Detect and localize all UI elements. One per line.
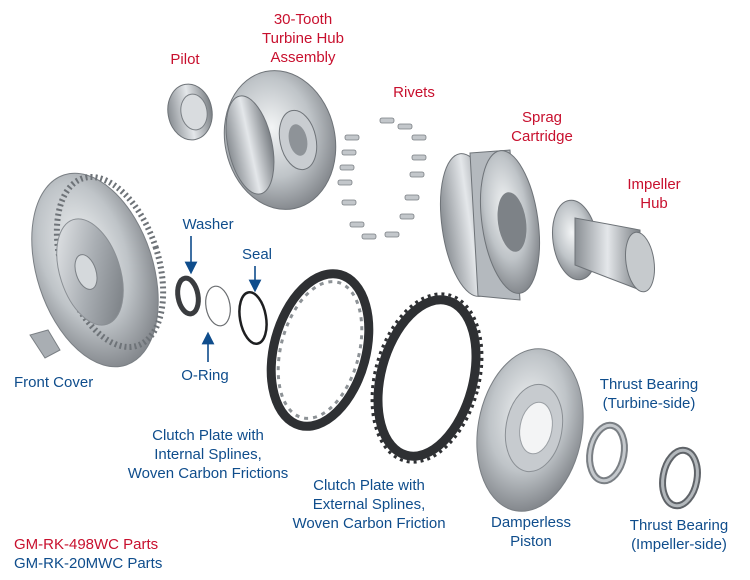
label-clutch-plate-internal: Clutch Plate with Internal Splines, Wove… xyxy=(127,427,289,482)
label-thrust-bearing-impeller: Thrust Bearing (Impeller-side) xyxy=(629,517,729,553)
impeller-hub-part xyxy=(552,199,655,293)
seal-part xyxy=(238,291,268,345)
label-front-cover: Front Cover xyxy=(14,374,94,391)
clutch-plate-internal-part xyxy=(266,269,374,431)
o-ring-part xyxy=(205,285,231,327)
label-turbine-hub: 30-Tooth Turbine Hub Assembly xyxy=(262,11,344,66)
label-pilot: Pilot xyxy=(170,51,200,68)
washer-part xyxy=(175,275,201,317)
label-impeller-hub: Impeller Hub xyxy=(627,176,681,212)
clutch-plate-internal-teeth xyxy=(276,280,364,420)
turbine-hub-part xyxy=(223,70,337,210)
label-clutch-plate-external: Clutch Plate with External Splines, Wove… xyxy=(292,477,446,532)
thrust-bearing-impeller-part xyxy=(659,446,701,510)
rivets-part xyxy=(337,117,427,240)
thrust-bearing-turbine-part xyxy=(586,421,628,485)
sprag-cartridge-part xyxy=(440,149,540,301)
front-cover-part xyxy=(29,172,167,368)
damperless-piston-part xyxy=(476,348,584,512)
pilot-part xyxy=(167,83,213,141)
clutch-plate-external-part xyxy=(373,295,481,461)
kit-label-20mwc: GM-RK-20MWC Parts xyxy=(14,555,163,572)
label-o-ring: O-Ring xyxy=(181,367,229,384)
kit-label-498wc: GM-RK-498WC Parts xyxy=(14,536,159,553)
label-sprag-cartridge: Sprag Cartridge xyxy=(511,109,573,145)
label-damperless-piston: Damperless Piston xyxy=(490,514,572,550)
label-rivets: Rivets xyxy=(393,84,435,101)
label-seal: Seal xyxy=(241,246,273,263)
label-washer: Washer xyxy=(182,216,234,233)
label-thrust-bearing-turbine: Thrust Bearing (Turbine-side) xyxy=(599,376,699,412)
clutch-plate-external-teeth xyxy=(370,292,484,464)
